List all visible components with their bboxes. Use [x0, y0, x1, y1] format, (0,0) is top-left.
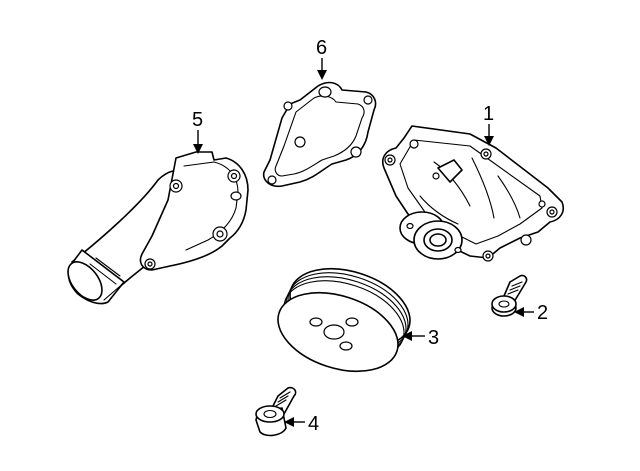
callout-4-number: 4 — [308, 413, 319, 435]
part-4-bolt — [255, 386, 297, 437]
part-1-water-pump — [381, 125, 565, 262]
callout-3: 3 — [402, 327, 439, 349]
part-2-bolt — [491, 274, 528, 317]
part-5-outlet-housing — [67, 151, 249, 305]
callout-3-number: 3 — [428, 327, 439, 349]
part-3-pulley — [277, 267, 411, 373]
callout-2-number: 2 — [537, 302, 548, 324]
callout-4: 4 — [284, 413, 319, 435]
part-6-gasket — [262, 81, 377, 188]
callout-2: 2 — [514, 302, 548, 324]
callout-1: 1 — [483, 103, 494, 146]
callout-1-number: 1 — [483, 103, 494, 125]
callout-6: 6 — [316, 37, 327, 80]
callout-5-number: 5 — [192, 109, 203, 131]
callout-6-number: 6 — [316, 37, 327, 59]
callout-5: 5 — [192, 109, 203, 154]
